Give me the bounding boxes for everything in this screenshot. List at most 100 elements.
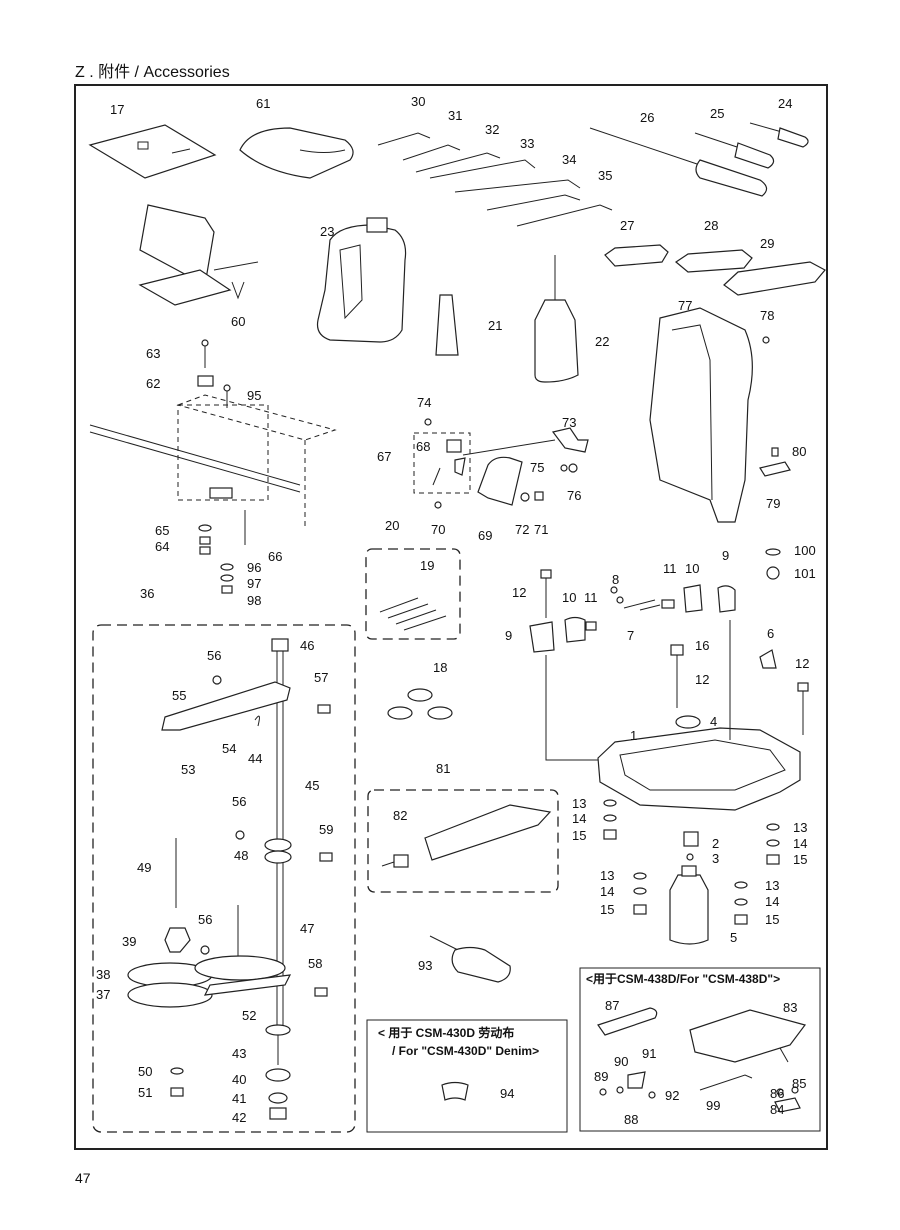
label-47: 47 (300, 921, 314, 936)
page-number: 47 (75, 1170, 91, 1186)
label-42: 42 (232, 1110, 246, 1125)
label-52: 52 (242, 1008, 256, 1023)
label-18: 18 (433, 660, 447, 675)
label-26: 26 (640, 110, 654, 125)
label-76: 76 (567, 488, 581, 503)
label-75: 75 (530, 460, 544, 475)
label-81: 81 (436, 761, 450, 776)
label-23: 23 (320, 224, 334, 239)
label-80: 80 (792, 444, 806, 459)
label-74: 74 (417, 395, 431, 410)
label-88: 88 (624, 1112, 638, 1127)
label-40: 40 (232, 1072, 246, 1087)
label-59: 59 (319, 822, 333, 837)
label-15-b: 15 (600, 902, 614, 917)
label-62: 62 (146, 376, 160, 391)
part-25-screwdriver (694, 132, 775, 169)
wrenches (604, 244, 826, 296)
part-78-screw (762, 336, 770, 344)
label-85: 85 (792, 1076, 806, 1091)
label-9-a: 9 (505, 628, 512, 643)
label-27: 27 (620, 218, 634, 233)
part-73-bracket (551, 427, 589, 453)
label-67: 67 (377, 449, 391, 464)
part-60-clip (231, 281, 245, 300)
label-51: 51 (138, 1085, 152, 1100)
label-93: 93 (418, 958, 432, 973)
part-61-cover (239, 127, 354, 179)
label-14-c: 14 (793, 836, 807, 851)
label-37: 37 (96, 987, 110, 1002)
part-22-oiler (534, 255, 579, 383)
label-3: 3 (712, 851, 719, 866)
label-53: 53 (181, 762, 195, 777)
label-89: 89 (594, 1069, 608, 1084)
label-71: 71 (534, 522, 548, 537)
part-24-screwdriver (749, 122, 809, 148)
label-22: 22 (595, 334, 609, 349)
caption-csm430d-line1: < 用于 CSM-430D 劳动布 (378, 1025, 514, 1040)
pedal-board (138, 204, 259, 306)
label-56-a: 56 (207, 648, 221, 663)
label-12-b: 12 (695, 672, 709, 687)
label-43: 43 (232, 1046, 246, 1061)
label-79: 79 (766, 496, 780, 511)
label-11-a: 11 (584, 590, 598, 605)
hex-keys (377, 132, 613, 227)
label-1: 1 (630, 728, 637, 743)
washers-64-65 (198, 524, 212, 555)
part-23-oil-can (316, 217, 407, 343)
label-100: 100 (794, 543, 816, 558)
part-21-cone (435, 294, 459, 356)
label-20: 20 (385, 518, 399, 533)
group-36-thread-stand (92, 624, 356, 1133)
label-19: 19 (420, 558, 434, 573)
label-14-d: 14 (765, 894, 779, 909)
washers-96-98 (220, 563, 234, 594)
label-69: 69 (478, 528, 492, 543)
part-72-washer (520, 492, 530, 502)
label-63: 63 (146, 346, 160, 361)
label-13-d: 13 (765, 878, 779, 893)
label-5: 5 (730, 930, 737, 945)
label-92: 92 (665, 1088, 679, 1103)
label-96: 96 (247, 560, 261, 575)
label-13-a: 13 (572, 796, 586, 811)
label-65: 65 (155, 523, 169, 538)
label-15-d: 15 (765, 912, 779, 927)
part-74-screw (424, 418, 432, 426)
label-66: 66 (268, 549, 282, 564)
label-9-b: 9 (722, 548, 729, 563)
label-8: 8 (612, 572, 619, 587)
oil-pan-group (529, 548, 809, 945)
label-25: 25 (710, 106, 724, 121)
part-70-screw (434, 501, 442, 509)
label-32: 32 (485, 122, 499, 137)
label-77: 77 (678, 298, 692, 313)
part-69-plate (477, 456, 523, 506)
label-84: 84 (770, 1102, 784, 1117)
label-50: 50 (138, 1064, 152, 1079)
label-13-c: 13 (793, 820, 807, 835)
group-430d (366, 1019, 568, 1133)
part-71-nut (534, 491, 544, 501)
label-87: 87 (605, 998, 619, 1013)
label-90: 90 (614, 1054, 628, 1069)
group-81-grease (367, 789, 559, 893)
label-4: 4 (710, 714, 717, 729)
part-labels: 17 61 30 31 32 33 34 35 26 25 24 27 28 2… (96, 94, 816, 1127)
label-83: 83 (783, 1000, 797, 1015)
label-56-c: 56 (198, 912, 212, 927)
label-78: 78 (760, 308, 774, 323)
part-79-plate (759, 461, 791, 477)
label-12-c: 12 (795, 656, 809, 671)
table-sketch (89, 394, 337, 530)
label-34: 34 (562, 152, 576, 167)
label-97: 97 (247, 576, 261, 591)
label-46: 46 (300, 638, 314, 653)
label-17: 17 (110, 102, 124, 117)
label-48: 48 (234, 848, 248, 863)
label-12-a: 12 (512, 585, 526, 600)
label-56-b: 56 (232, 794, 246, 809)
